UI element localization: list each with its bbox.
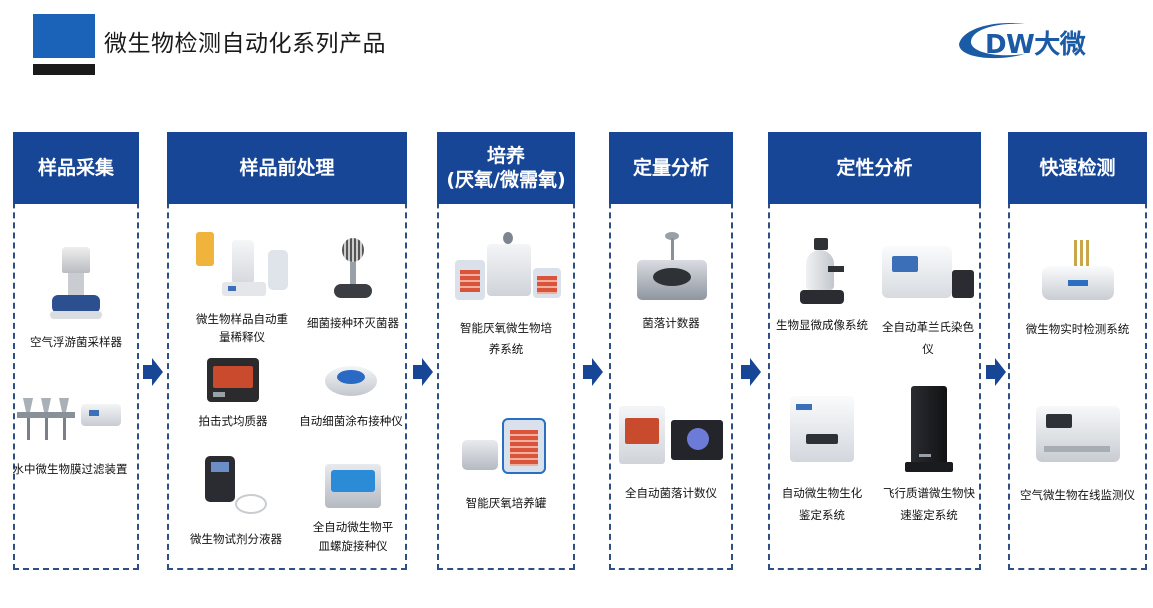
product-colony-counter: 菌落计数器: [611, 232, 731, 333]
biochem-id-icon: [786, 394, 858, 466]
air-sampler-icon: [46, 247, 106, 325]
logo-swoosh-icon: [959, 22, 1025, 59]
title-accent-bar: [33, 64, 95, 75]
column-sample-preprocessing: 样品前处理 微生物样品自动重 量稀释仪 细菌接种环灭菌器 拍击式均质器: [167, 132, 407, 570]
column-title: 快速检测: [1008, 132, 1147, 204]
auto-colony-counter-icon: [615, 404, 727, 470]
product-label: 自动微生物生化 鉴定系统: [781, 486, 863, 522]
flow-arrow-icon: [583, 358, 603, 386]
column-quantitative-analysis: 定量分析 菌落计数器 全自动菌落计数仪: [609, 132, 733, 570]
product-auto-colony-counter: 全自动菌落计数仪: [611, 404, 731, 503]
product-loop-sterilizer: 细菌接种环灭菌器: [297, 236, 409, 333]
brand-logo: DW大微: [955, 14, 1130, 64]
anaerobic-system-icon: [447, 230, 565, 308]
product-spiral-plater: 全自动微生物平 皿螺旋接种仪: [297, 462, 409, 556]
logo-text: DW大微: [985, 30, 1086, 60]
product-realtime-detector: 微生物实时检测系统: [1010, 240, 1145, 339]
column-qualitative-analysis: 定性分析 生物显微成像系统 全自动革兰氏染色 仪 自动微生物生化 鉴定系统: [768, 132, 981, 570]
product-microscope: 生物显微成像系统: [770, 236, 874, 335]
product-label: 全自动革兰氏染色 仪: [882, 320, 974, 356]
product-maldi-tof: 飞行质谱微生物快 速鉴定系统: [874, 384, 984, 526]
column-culture: 培养 (厌氧/微需氧) 智能厌氧微生物培 养系统 智能厌氧培养罐: [437, 132, 575, 570]
product-label: 自动细菌涂布接种仪: [299, 414, 403, 428]
membrane-filter-icon: [15, 390, 125, 450]
product-air-monitor: 空气微生物在线监测仪: [1010, 402, 1145, 505]
realtime-detector-icon: [1038, 240, 1118, 308]
product-label: 菌落计数器: [642, 316, 700, 330]
product-label: 水中微生物膜过滤装置: [12, 462, 128, 476]
product-dispenser: 微生物试剂分液器: [177, 454, 295, 549]
product-label: 空气浮游菌采样器: [30, 335, 122, 349]
product-label: 智能厌氧培养罐: [465, 496, 547, 510]
product-homogenizer: 拍击式均质器: [183, 354, 283, 431]
column-title: 样品前处理: [167, 132, 407, 204]
product-spreader: 自动细菌涂布接种仪: [293, 354, 409, 431]
loop-sterilizer-icon: [328, 236, 378, 302]
product-label: 空气微生物在线监测仪: [1020, 488, 1135, 502]
column-title: 定量分析: [609, 132, 733, 204]
product-label: 生物显微成像系统: [776, 318, 868, 332]
spreader-icon: [323, 354, 379, 404]
product-label: 拍击式均质器: [198, 414, 268, 428]
product-anaerobic-jar: 智能厌氧培养罐: [439, 416, 573, 513]
maldi-tof-icon: [901, 384, 957, 476]
product-label: 全自动微生物平 皿螺旋接种仪: [312, 520, 394, 553]
product-label: 细菌接种环灭菌器: [307, 316, 399, 330]
dispenser-icon: [201, 454, 271, 520]
air-monitor-icon: [1032, 402, 1124, 466]
column-title: 样品采集: [13, 132, 139, 204]
product-label: 智能厌氧微生物培 养系统: [460, 321, 552, 356]
flow-arrow-icon: [986, 358, 1006, 386]
product-label: 微生物实时检测系统: [1025, 322, 1130, 336]
product-air-sampler: 空气浮游菌采样器: [15, 247, 137, 352]
spiral-plater-icon: [321, 462, 385, 512]
page-title: 微生物检测自动化系列产品: [104, 31, 386, 57]
flow-arrow-icon: [413, 358, 433, 386]
product-dilutor: 微生物样品自动重 量稀释仪: [183, 230, 301, 346]
product-anaerobic-system: 智能厌氧微生物培 养系统: [439, 230, 573, 360]
dilutor-icon: [192, 230, 292, 302]
product-label: 全自动菌落计数仪: [625, 486, 717, 500]
microscope-icon: [792, 236, 852, 308]
flow-arrow-icon: [741, 358, 761, 386]
product-label: 微生物样品自动重 量稀释仪: [196, 312, 288, 344]
product-membrane-filter: 水中微生物膜过滤装置: [3, 390, 137, 479]
flow-arrow-icon: [143, 358, 163, 386]
product-label: 微生物试剂分液器: [190, 532, 282, 546]
column-title: 定性分析: [768, 132, 981, 204]
homogenizer-icon: [203, 354, 263, 406]
column-sample-collection: 样品采集 空气浮游菌采样器 水中微生物膜过滤装置: [13, 132, 139, 570]
gram-stainer-icon: [878, 242, 978, 304]
column-title: 培养 (厌氧/微需氧): [437, 132, 575, 204]
anaerobic-jar-icon: [458, 416, 554, 478]
product-gram-stainer: 全自动革兰氏染色 仪: [874, 242, 982, 360]
title-accent-block: [33, 14, 95, 58]
product-biochem-id: 自动微生物生化 鉴定系统: [770, 394, 874, 526]
column-rapid-detection: 快速检测 微生物实时检测系统 空气微生物在线监测仪: [1008, 132, 1147, 570]
product-label: 飞行质谱微生物快 速鉴定系统: [883, 486, 975, 522]
colony-counter-icon: [631, 232, 711, 306]
